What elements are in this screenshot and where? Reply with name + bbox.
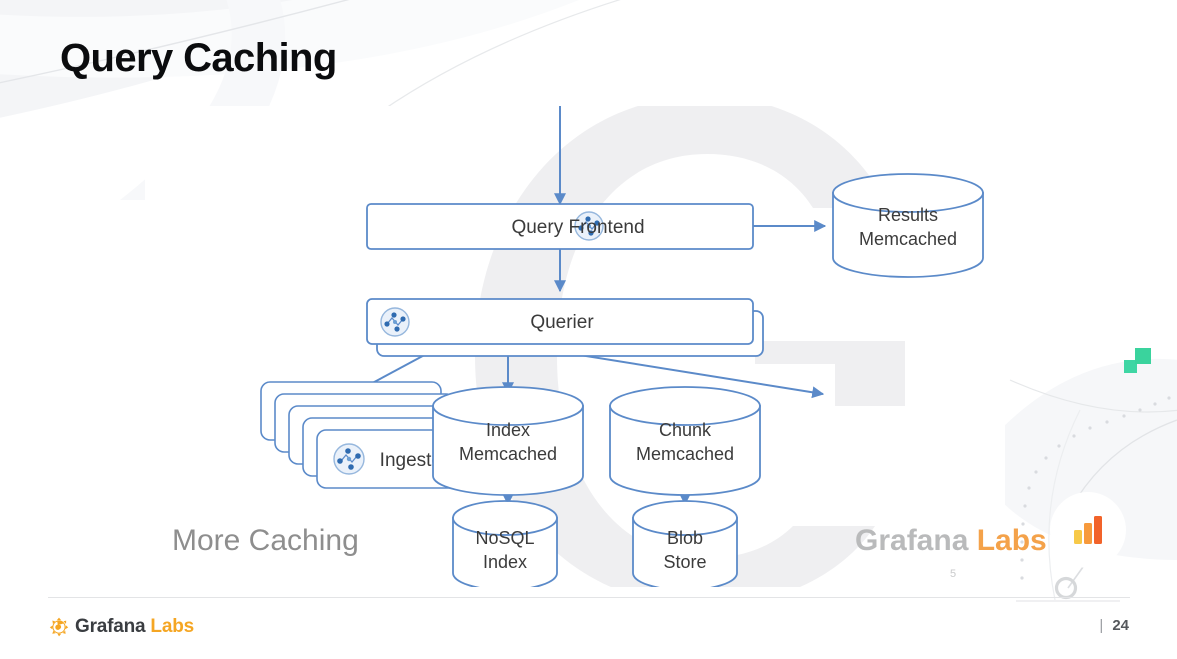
node-results-memcached[interactable]: Results Memcached [832, 173, 984, 278]
node-index-memcached[interactable]: Index Memcached [432, 386, 584, 496]
cluster-node-icon [380, 307, 410, 337]
page-number: | 24 [1099, 617, 1129, 634]
embedded-slide-number: 5 [950, 568, 957, 580]
diagram-caption: More Caching [172, 524, 359, 557]
page-number-value: 24 [1112, 617, 1129, 634]
node-label-querier: Querier [530, 312, 594, 333]
decor-curve-3 [1009, 379, 1177, 413]
decor-curve-4 [1059, 419, 1177, 531]
node-querier[interactable]: Querier [366, 298, 764, 357]
node-label-blob-line2: Store [663, 552, 706, 572]
embedded-grafana-labs-watermark: Grafana Labs [855, 524, 1047, 558]
decor-ring [1054, 576, 1078, 600]
node-chunk-memcached[interactable]: Chunk Memcached [609, 386, 761, 496]
cluster-node-icon [574, 211, 604, 241]
node-label-chunk-line2: Memcached [636, 444, 734, 464]
decor-connector-line [1067, 559, 1089, 589]
node-blob-store[interactable]: Blob Store [632, 500, 738, 587]
node-label-index-line2: Memcached [459, 444, 557, 464]
page-number-separator: | [1099, 617, 1104, 634]
node-label-ingester: Ingester [380, 450, 449, 471]
decor-square-large [1135, 348, 1151, 364]
node-querier-front [366, 298, 754, 345]
architecture-diagram: Query Frontend Querier [260, 106, 984, 587]
decor-square-small [1124, 360, 1137, 373]
node-label-nosql-line1: NoSQL [475, 528, 534, 548]
footer-divider [48, 597, 1130, 598]
node-nosql-index[interactable]: NoSQL Index [452, 500, 558, 587]
node-label-blob-line1: Blob [667, 528, 703, 548]
decor-curve-5 [1048, 409, 1081, 601]
grafana-labs-logo: Grafana Labs [48, 616, 194, 638]
logo-text-labs: Labs [150, 616, 194, 637]
node-label-index-line1: Index [486, 420, 530, 440]
node-label-nosql-line2: Index [483, 552, 527, 572]
diagram-panel: Query Frontend Querier [145, 106, 1047, 587]
watermark-grafana-text: Grafana [855, 524, 977, 557]
watermark-labs-text: Labs [976, 524, 1047, 557]
node-label-chunk-line1: Chunk [659, 420, 712, 440]
node-label-results-line1: Results [878, 205, 938, 225]
node-label-query-frontend: Query Frontend [511, 217, 644, 238]
node-query-frontend[interactable]: Query Frontend [366, 203, 754, 250]
cluster-node-icon [333, 443, 365, 475]
node-label-results-line2: Memcached [859, 229, 957, 249]
page-title: Query Caching [60, 36, 337, 80]
logo-text-grafana: Grafana [75, 616, 146, 637]
bar-chart-icon [1074, 516, 1102, 544]
grafana-spiral-icon [49, 617, 69, 637]
badge-circle [1050, 492, 1126, 568]
